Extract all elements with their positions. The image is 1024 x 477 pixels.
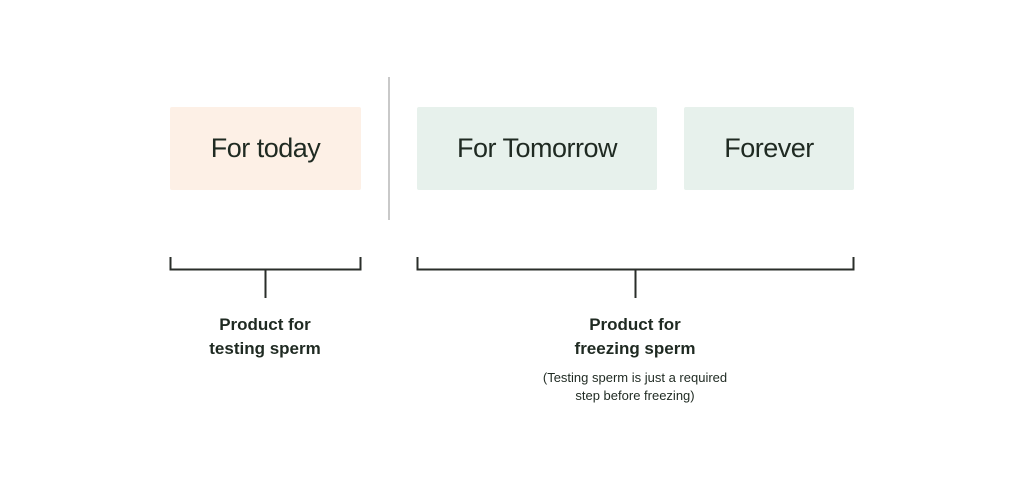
forever-label: Forever — [724, 133, 814, 163]
freezing-bracket — [416, 257, 855, 298]
testing-label-line-1: Product for — [219, 315, 311, 334]
testing-bracket — [169, 257, 362, 298]
freezing-note: (Testing sperm is just a required step b… — [515, 369, 755, 405]
freezing-product-label: Product for freezing sperm — [535, 313, 735, 361]
for-today-label: For today — [210, 133, 321, 163]
freezing-label-line-1: Product for — [589, 315, 681, 334]
freezing-label-line-2: freezing sperm — [574, 339, 696, 358]
for-tomorrow-box: For Tomorrow — [417, 107, 657, 190]
forever-box: Forever — [684, 107, 854, 190]
testing-product-label: Product for testing sperm — [165, 313, 365, 361]
vertical-divider — [388, 77, 390, 220]
for-tomorrow-label: For Tomorrow — [456, 133, 618, 163]
freezing-note-line-1: (Testing sperm is just a required — [542, 370, 728, 385]
testing-label-line-2: testing sperm — [209, 339, 321, 358]
for-today-box: For today — [170, 107, 361, 190]
freezing-note-line-2: step before freezing) — [575, 388, 695, 403]
